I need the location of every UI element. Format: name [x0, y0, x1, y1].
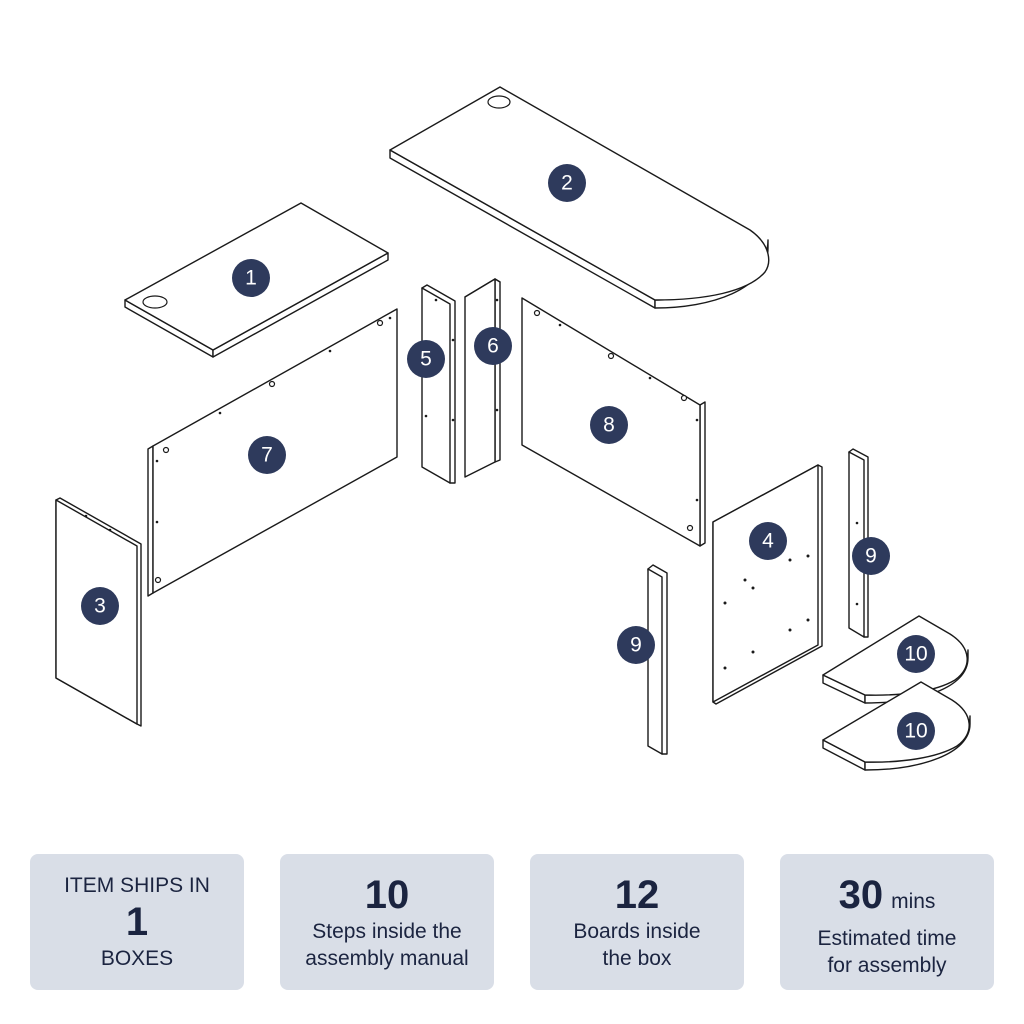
badge-part-9-left: 9	[617, 626, 655, 664]
badge-part-7: 7	[248, 436, 286, 474]
part-6-support-rail	[464, 278, 501, 478]
boxes-label: BOXES	[100, 947, 174, 970]
svg-text:5: 5	[420, 348, 432, 371]
assembly-stats: ITEM SHIPS IN 1 BOXES 10 Steps inside th…	[30, 854, 994, 990]
part-10-corner-shelf-lower	[822, 681, 971, 771]
steps-line-1: Steps inside the	[312, 920, 462, 943]
badge-part-6: 6	[474, 327, 512, 365]
svg-text:10: 10	[904, 643, 927, 666]
svg-text:4: 4	[762, 530, 774, 553]
badge-part-9-right: 9	[852, 537, 890, 575]
badge-part-10-upper: 10	[897, 635, 935, 673]
svg-text:3: 3	[94, 595, 106, 618]
svg-text:10: 10	[904, 720, 927, 743]
boards-line-2: the box	[602, 947, 672, 970]
time-line-2: for assembly	[827, 954, 947, 977]
badge-part-1: 1	[232, 259, 270, 297]
badge-part-5: 5	[407, 340, 445, 378]
time-unit: mins	[891, 890, 936, 913]
part-10-corner-shelf-upper	[822, 615, 969, 704]
part-5-support-rail	[421, 284, 456, 484]
svg-text:2: 2	[561, 172, 573, 195]
ships-in-label: ITEM SHIPS IN	[64, 874, 210, 897]
boards-line-1: Boards inside	[573, 920, 701, 943]
box-count: 1	[125, 900, 149, 944]
badge-part-10-lower: 10	[897, 712, 935, 750]
badge-part-2: 2	[548, 164, 586, 202]
svg-text:6: 6	[487, 335, 499, 358]
assembly-steps-card: 10 Steps inside the assembly manual	[280, 854, 494, 990]
step-count: 10	[364, 873, 410, 917]
time-line-1: Estimated time	[817, 927, 957, 950]
time-value: 30	[838, 873, 884, 917]
ships-in-boxes-card: ITEM SHIPS IN 1 BOXES	[30, 854, 244, 990]
steps-line-2: assembly manual	[305, 947, 469, 970]
boards-count-card: 12 Boards inside the box	[530, 854, 744, 990]
grommet-hole	[142, 295, 168, 309]
svg-text:9: 9	[865, 545, 877, 568]
board-count: 12	[614, 873, 660, 917]
badge-part-8: 8	[590, 406, 628, 444]
exploded-parts-diagram: 1 2 3 4 5 6 7 8 9 9 10 10	[55, 86, 971, 771]
svg-text:1: 1	[245, 267, 257, 290]
part-4-shelf-panel	[712, 464, 823, 705]
grommet-hole	[487, 95, 511, 109]
part-9-rail-left	[647, 564, 668, 755]
svg-text:9: 9	[630, 634, 642, 657]
badge-part-3: 3	[81, 587, 119, 625]
svg-text:7: 7	[261, 444, 273, 467]
assembly-time-card: 30 mins Estimated time for assembly	[780, 854, 994, 990]
part-2-desktop-return	[389, 86, 770, 309]
svg-text:8: 8	[603, 414, 615, 437]
badge-part-4: 4	[749, 522, 787, 560]
time-value-row: 30 mins	[780, 872, 994, 925]
